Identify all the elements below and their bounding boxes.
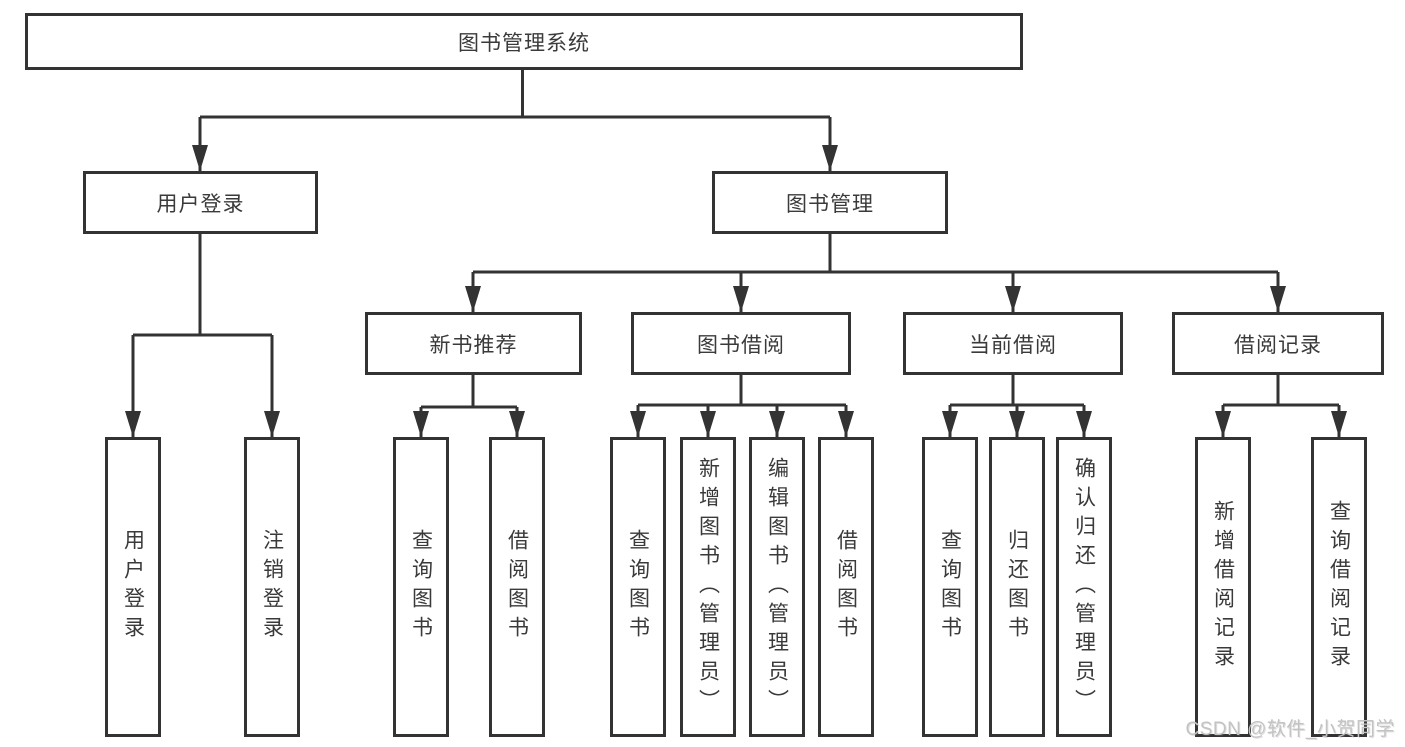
leaf-add-borrow-record: 新增借阅记录 [1195, 437, 1251, 737]
node-label: 图书管理系统 [458, 31, 590, 55]
leaf-query-borrow-record: 查询借阅记录 [1311, 437, 1367, 737]
node-label: 新增借阅记录 [1211, 500, 1235, 674]
leaf-query-book-borrowing: 查询图书 [610, 437, 666, 737]
node-user-login: 用户登录 [83, 171, 318, 234]
node-label: 新增图书（管理员） [696, 456, 720, 718]
node-borrowing-records: 借阅记录 [1172, 312, 1384, 375]
node-new-book-recommend: 新书推荐 [365, 312, 582, 375]
node-current-borrowing: 当前借阅 [903, 312, 1123, 375]
node-label: 借阅记录 [1234, 333, 1322, 357]
node-label: 查询图书 [626, 529, 650, 645]
leaf-return-book: 归还图书 [989, 437, 1045, 737]
node-label: 新书推荐 [429, 333, 518, 357]
leaf-borrow-book-recommend: 借阅图书 [489, 437, 545, 737]
leaf-add-book-admin: 新增图书（管理员） [680, 437, 736, 737]
leaf-borrow-book: 借阅图书 [818, 437, 874, 737]
node-label: 查询图书 [409, 529, 433, 645]
node-label: 归还图书 [1005, 529, 1029, 645]
node-label: 图书借阅 [697, 333, 785, 357]
leaf-edit-book-admin: 编辑图书（管理员） [749, 437, 805, 737]
node-label: 确认归还（管理员） [1072, 456, 1096, 718]
node-label: 用户登录 [121, 529, 145, 645]
leaf-query-book-recommend: 查询图书 [393, 437, 449, 737]
node-library-management-system: 图书管理系统 [25, 13, 1023, 70]
leaf-confirm-return-admin: 确认归还（管理员） [1056, 437, 1112, 737]
node-label: 注销登录 [260, 529, 284, 645]
node-label: 图书管理 [786, 192, 874, 216]
leaf-query-book-current: 查询图书 [922, 437, 978, 737]
node-book-borrowing: 图书借阅 [631, 312, 851, 375]
node-label: 查询借阅记录 [1327, 500, 1351, 674]
node-label: 查询图书 [938, 529, 962, 645]
leaf-logout: 注销登录 [244, 437, 300, 737]
node-label: 借阅图书 [834, 529, 858, 645]
node-book-management: 图书管理 [712, 171, 948, 234]
csdn-watermark: CSDN @软件_小贺同学 [1185, 719, 1395, 740]
leaf-user-login: 用户登录 [105, 437, 161, 737]
node-label: 当前借阅 [969, 333, 1057, 357]
node-label: 编辑图书（管理员） [765, 456, 789, 718]
node-label: 借阅图书 [505, 529, 529, 645]
node-label: 用户登录 [156, 192, 245, 216]
